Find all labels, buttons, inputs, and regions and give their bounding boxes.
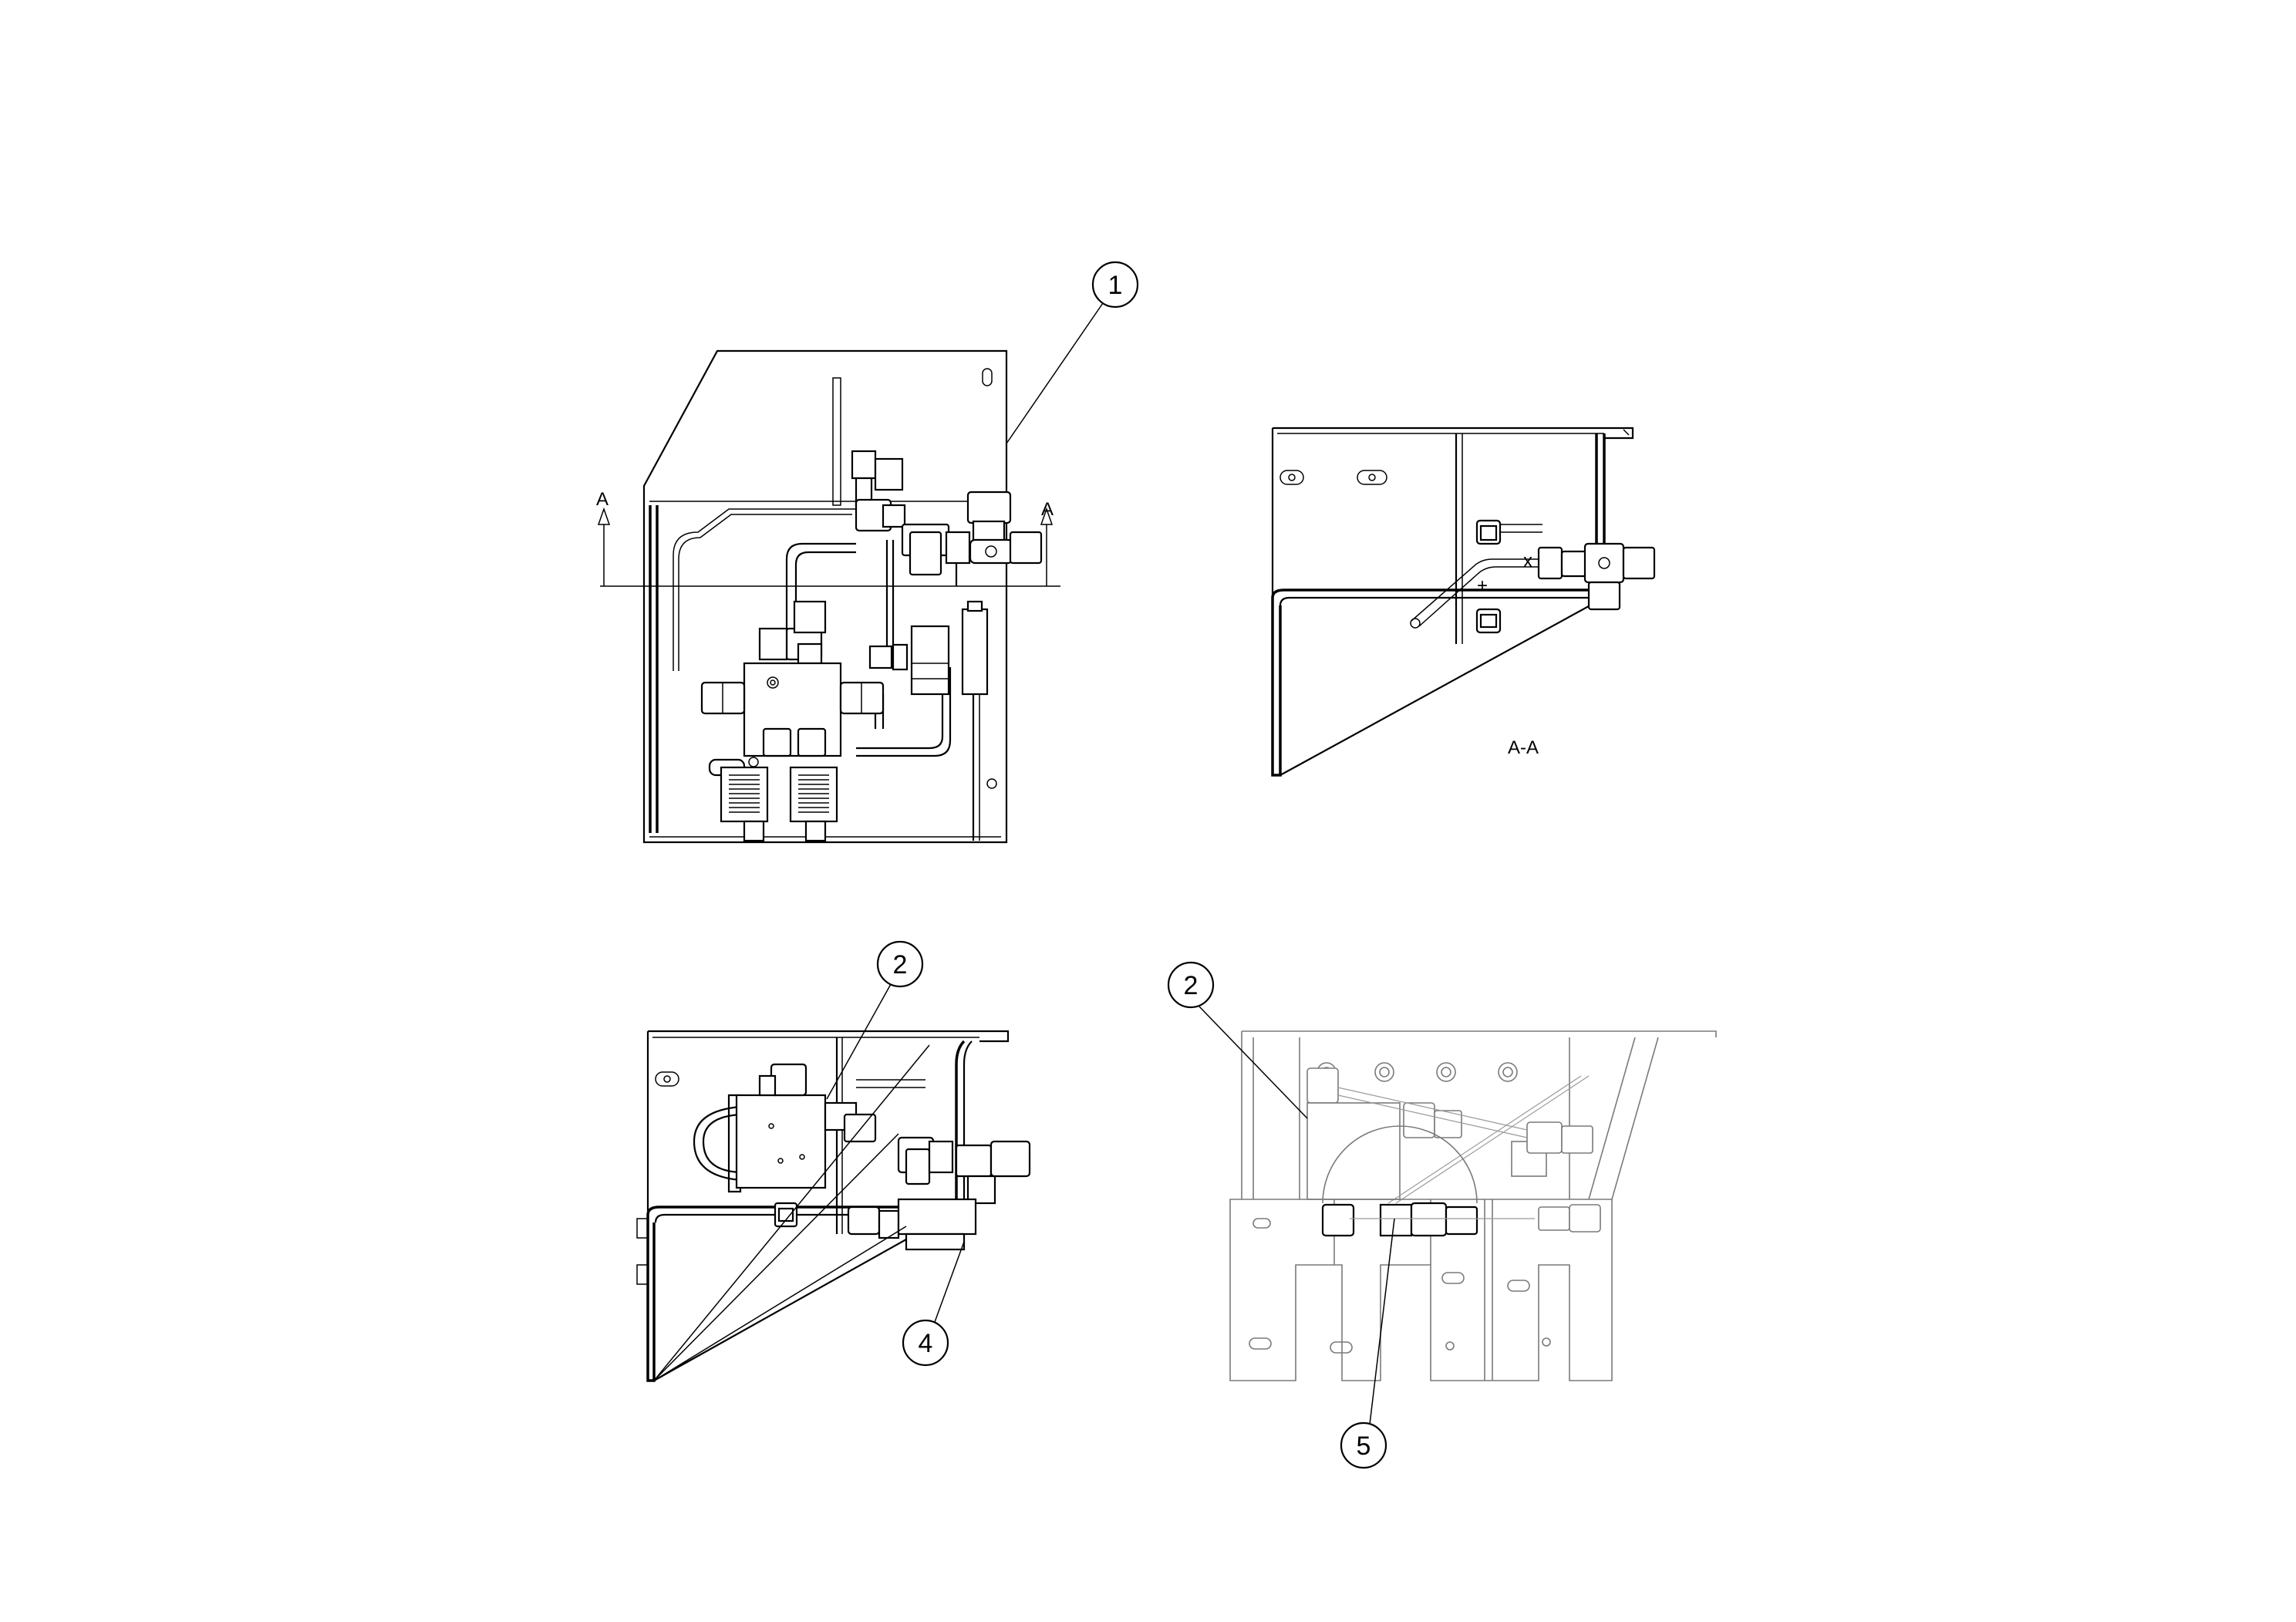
assembly-view xyxy=(1199,1006,1717,1431)
section-marker-right: A xyxy=(1041,499,1054,520)
svg-text:5: 5 xyxy=(1357,1431,1371,1461)
svg-text:x: x xyxy=(1523,551,1532,572)
callout-4: 4 xyxy=(902,1241,965,1367)
svg-text:+: + xyxy=(1477,575,1488,596)
section-view-a-a: + x A-A xyxy=(1271,427,1656,777)
callout-2-right: 2 xyxy=(1167,961,1215,1009)
section-marker-left: A xyxy=(596,489,609,510)
callout-1: 1 xyxy=(1006,261,1139,444)
callout-2-left: 2 xyxy=(826,940,924,1100)
section-view-title: A-A xyxy=(1508,737,1539,758)
svg-text:2: 2 xyxy=(893,950,908,980)
svg-text:4: 4 xyxy=(919,1329,933,1358)
svg-text:1: 1 xyxy=(1108,271,1123,300)
side-view xyxy=(636,1030,1031,1382)
callout-5: 5 xyxy=(1340,1421,1387,1469)
front-view: A A xyxy=(596,349,1060,844)
svg-text:2: 2 xyxy=(1184,971,1199,1000)
